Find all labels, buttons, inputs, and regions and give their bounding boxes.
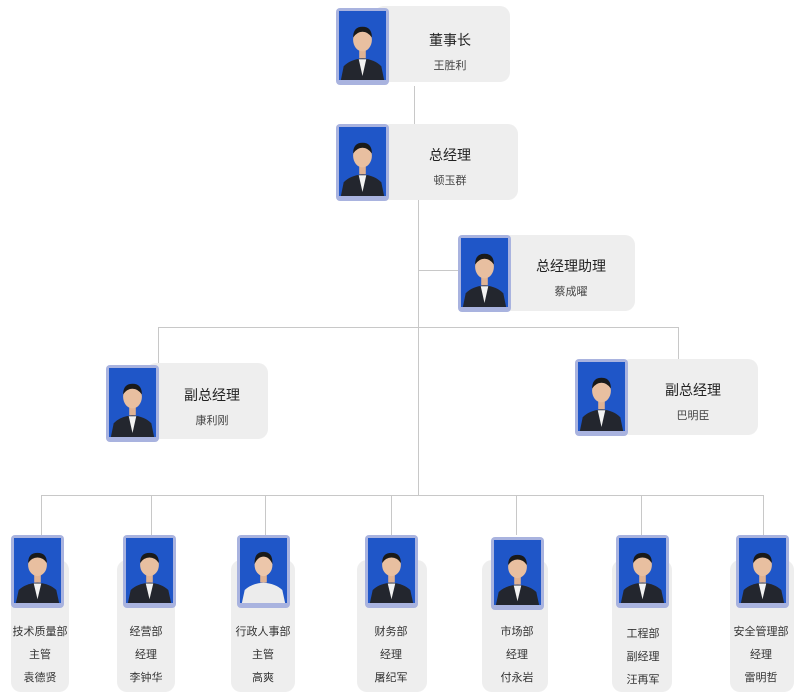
person-name-3: 高爽 xyxy=(252,671,274,684)
node-chairman xyxy=(374,6,510,82)
connector-assistant xyxy=(418,270,460,271)
dept-label-1: 技术质量部 xyxy=(12,625,68,638)
name-assistant: 蔡成曜 xyxy=(554,285,588,298)
title-vp-right: 副总经理 xyxy=(665,383,721,399)
person-name-6: 汪再军 xyxy=(626,673,660,686)
dept-label-7: 安全管理部 xyxy=(733,625,789,638)
connector-dept-7 xyxy=(763,495,764,535)
connector-vp-left xyxy=(158,327,159,367)
avatar-dept-3 xyxy=(237,535,290,608)
dept-label-6: 工程部 xyxy=(626,627,660,640)
connector-dept-4 xyxy=(391,495,392,535)
node-gm xyxy=(380,124,518,200)
name-chairman: 王胜利 xyxy=(433,59,467,72)
title-assistant: 总经理助理 xyxy=(536,259,606,275)
connector-dept-3 xyxy=(265,495,266,535)
avatar-dept-1 xyxy=(11,535,64,608)
dept-label-4: 财务部 xyxy=(374,625,408,638)
name-vp-left: 康利刚 xyxy=(195,414,229,427)
title-chairman: 董事长 xyxy=(429,33,471,49)
person-name-2: 李钟华 xyxy=(129,671,163,684)
person-name-7: 雷明哲 xyxy=(744,671,778,684)
connector-vp-right xyxy=(678,327,679,359)
role-label-4: 经理 xyxy=(380,648,402,661)
role-label-1: 主管 xyxy=(29,648,51,661)
connector-gm-trunk xyxy=(418,200,419,496)
role-label-7: 经理 xyxy=(750,648,772,661)
connector-dept-1 xyxy=(41,495,42,535)
connector-dept-6 xyxy=(641,495,642,535)
connector-chairman-gm xyxy=(414,86,415,124)
person-name-5: 付永岩 xyxy=(500,671,534,684)
avatar-dept-2 xyxy=(123,535,176,608)
avatar-vp-left xyxy=(106,365,159,442)
avatar-assistant xyxy=(458,235,511,312)
avatar-dept-4 xyxy=(365,535,418,608)
avatar-vp-right xyxy=(575,359,628,436)
role-label-5: 经理 xyxy=(506,648,528,661)
avatar-dept-6 xyxy=(616,535,669,608)
connector-vp-bar xyxy=(158,327,679,328)
title-gm: 总经理 xyxy=(429,148,471,164)
dept-label-2: 经营部 xyxy=(129,625,163,638)
name-gm: 顿玉群 xyxy=(433,174,467,187)
node-assistant xyxy=(500,235,635,311)
dept-label-5: 市场部 xyxy=(500,625,534,638)
person-name-4: 屠纪军 xyxy=(374,671,408,684)
role-label-2: 经理 xyxy=(135,648,157,661)
connector-dept-5 xyxy=(516,495,517,535)
role-label-6: 副经理 xyxy=(626,650,660,663)
avatar-dept-7 xyxy=(736,535,789,608)
name-vp-right: 巴明臣 xyxy=(676,409,710,422)
avatar-gm xyxy=(336,124,389,201)
role-label-3: 主管 xyxy=(252,648,274,661)
connector-dept-2 xyxy=(151,495,152,535)
person-name-1: 袁德贤 xyxy=(23,671,57,684)
node-vp-right xyxy=(620,359,758,435)
title-vp-left: 副总经理 xyxy=(184,388,240,404)
avatar-dept-5 xyxy=(491,537,544,610)
avatar-chairman xyxy=(336,8,389,85)
dept-label-3: 行政人事部 xyxy=(235,625,291,638)
node-vp-left xyxy=(146,363,268,439)
connector-dept-bar xyxy=(41,495,764,496)
